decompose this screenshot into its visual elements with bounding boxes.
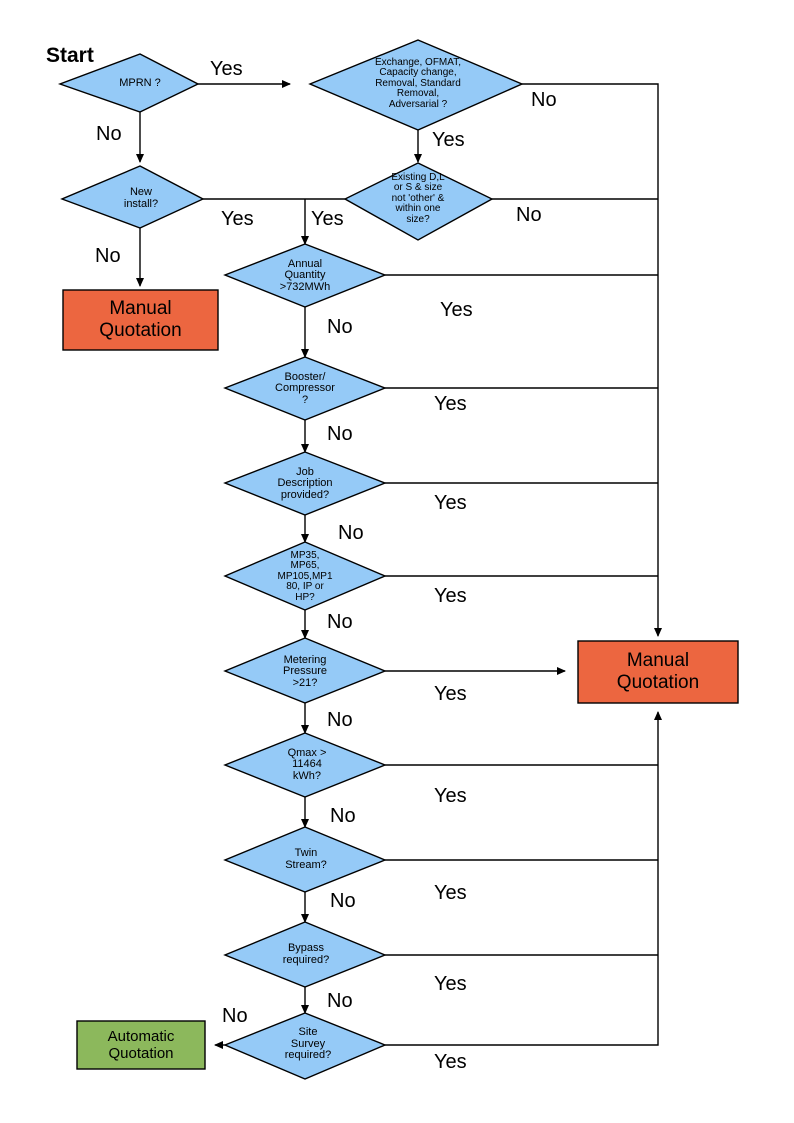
terminal-manual-quotation-left[interactable] xyxy=(62,289,219,351)
decision-mprn[interactable] xyxy=(57,53,200,113)
edge-exchange-no xyxy=(522,83,662,637)
edge-label-metering-no: No xyxy=(327,709,353,731)
edge-label-mpclass-no: No xyxy=(327,611,353,633)
decision-site-survey[interactable] xyxy=(223,1012,387,1080)
edge-label-mpclass-yes: Yes xyxy=(434,585,467,607)
edge-label-mprn-yes: Yes xyxy=(210,58,243,80)
edge-label-existing-no: No xyxy=(516,204,542,226)
decision-new-install[interactable] xyxy=(60,165,205,229)
edge-label-jobdesc-no: No xyxy=(338,522,364,544)
terminal-manual-quotation-right[interactable] xyxy=(577,640,739,704)
edge-label-survey-yes: Yes xyxy=(434,1051,467,1073)
edge-label-annual-yes: Yes xyxy=(440,299,473,321)
edge-label-exchange-no: No xyxy=(531,89,557,111)
edge-survey-yes xyxy=(385,711,662,1046)
decision-job-description[interactable] xyxy=(223,451,387,516)
decision-metering-pressure[interactable] xyxy=(223,637,387,704)
edge-label-mprn-no: No xyxy=(96,123,122,145)
decision-twin-stream[interactable] xyxy=(223,826,387,893)
decision-qmax[interactable] xyxy=(223,732,387,798)
edge-label-survey-no: No xyxy=(222,1005,248,1027)
edge-label-jobdesc-yes: Yes xyxy=(434,492,467,514)
edge-label-bypass-yes: Yes xyxy=(434,973,467,995)
edge-label-bypass-no: No xyxy=(327,990,353,1012)
decision-existing[interactable] xyxy=(343,162,494,241)
edge-label-metering-yes: Yes xyxy=(434,683,467,705)
start-label: Start xyxy=(46,44,94,67)
edge-label-exchange-yes: Yes xyxy=(432,129,465,151)
edge-label-qmax-no: No xyxy=(330,805,356,827)
edge-label-booster-yes: Yes xyxy=(434,393,467,415)
connector-group xyxy=(136,80,662,1049)
edge-label-annual-no: No xyxy=(327,316,353,338)
decision-shape-group xyxy=(57,39,524,1080)
edge-label-twin-yes: Yes xyxy=(434,882,467,904)
decision-exchange[interactable] xyxy=(308,39,524,131)
edge-label-new-install-no: No xyxy=(95,245,121,267)
edge-label-qmax-yes: Yes xyxy=(434,785,467,807)
decision-mp-class[interactable] xyxy=(223,541,387,611)
decision-bypass[interactable] xyxy=(223,921,387,988)
terminal-automatic-quotation[interactable] xyxy=(76,1020,206,1070)
edge-label-twin-no: No xyxy=(330,890,356,912)
edge-label-existing-yes: Yes xyxy=(311,208,344,230)
decision-booster[interactable] xyxy=(223,356,387,421)
edge-label-new-install-yes: Yes xyxy=(221,208,254,230)
decision-annual-quantity[interactable] xyxy=(223,243,387,308)
edge-label-booster-no: No xyxy=(327,423,353,445)
